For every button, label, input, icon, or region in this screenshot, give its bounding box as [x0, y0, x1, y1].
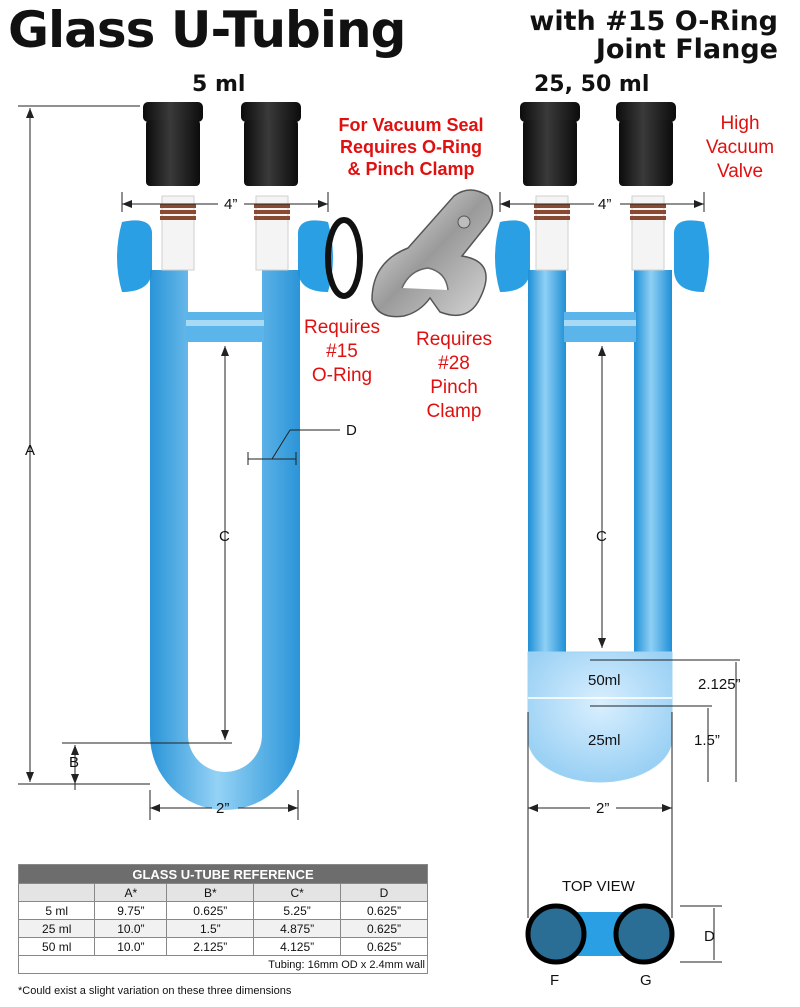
table-cell: 2.125” [166, 937, 255, 956]
clamp-note-line-1: Requires [415, 329, 493, 350]
vacuum-note-line-1: For Vacuum Seal [338, 115, 484, 135]
oring-note-line-2: #15 [326, 341, 358, 362]
valve-label-line-3: Valve [716, 161, 764, 182]
oring-note-line-3: O-Ring [311, 365, 373, 386]
title-subtitle-line-1: with #15 O-Ring [529, 6, 778, 37]
top-view-label: TOP VIEW [562, 878, 635, 895]
table-cell: 5 ml [17, 901, 96, 920]
table-header: B* [166, 883, 255, 902]
clamp-note-line-2: #28 [438, 353, 470, 374]
table-cell: 5.25” [253, 901, 342, 920]
dimension-b-label: B [69, 754, 80, 771]
pinch-clamp-icon [371, 189, 494, 318]
left-u-tube [117, 102, 333, 810]
left-dimension-lines [18, 105, 340, 820]
right-dimension-lines [499, 192, 740, 963]
volume-25ml-label: 25ml [588, 732, 621, 749]
o-ring-note: Requires #15 O-Ring [294, 316, 390, 388]
table-header-row: A* B* C* D [17, 883, 428, 902]
table-cell: 1.5” [166, 919, 255, 938]
right-dimension-c-label: C [596, 528, 607, 545]
clamp-note-line-4: Clamp [426, 401, 482, 422]
table-cell: 0.625” [340, 901, 428, 920]
clamp-note-line-3: Pinch [430, 377, 478, 398]
volume-50ml-label: 50ml [588, 672, 621, 689]
table-cell: 4.125” [253, 937, 342, 956]
tubing-note: Tubing: 16mm OD x 2.4mm wall [18, 955, 428, 974]
vacuum-seal-note: For Vacuum Seal Requires O-Ring & Pinch … [322, 114, 500, 180]
oring-note-line-1: Requires [303, 317, 381, 338]
right-u-tube [495, 102, 709, 783]
dimension-arrows [26, 108, 704, 812]
table-header: C* [253, 883, 342, 902]
table-cell: 25 ml [17, 919, 96, 938]
right-base-width-label: 2” [596, 800, 610, 817]
left-size-label: 5 ml [192, 72, 246, 97]
left-base-width-label: 2” [216, 800, 230, 817]
right-width-label: 4” [598, 196, 612, 213]
top-view-dimension-d-label: D [704, 928, 715, 945]
top-view-g-label: G [640, 972, 652, 989]
table-cell: 0.625” [340, 937, 428, 956]
page-title: Glass U-Tubing [8, 1, 406, 59]
valve-label-line-1: High [720, 113, 760, 134]
vacuum-note-line-2: Requires O-Ring [339, 137, 482, 157]
table-cell: 9.75” [94, 901, 168, 920]
table-row: 5 ml 9.75” 0.625” 5.25” 0.625” [17, 901, 428, 920]
right-size-label: 25, 50 ml [534, 72, 650, 97]
height-50ml-label: 2.125” [698, 676, 741, 693]
high-vacuum-valve-label: High Vacuum Valve [694, 112, 786, 184]
height-25ml-label: 1.5” [694, 732, 720, 749]
top-view-drawing [525, 903, 675, 965]
table-row: 25 ml 10.0” 1.5” 4.875” 0.625” [17, 919, 428, 938]
dimension-a-label: A [25, 442, 36, 459]
table-header: A* [94, 883, 168, 902]
table-header: D [340, 883, 428, 902]
table-cell: 10.0” [94, 937, 168, 956]
reference-table: GLASS U-TUBE REFERENCE A* B* C* D 5 ml 9… [17, 864, 428, 974]
table-cell: 0.625” [166, 901, 255, 920]
table-cell: 10.0” [94, 919, 168, 938]
footnote: *Could exist a slight variation on these… [18, 985, 292, 997]
left-width-label: 4” [224, 196, 238, 213]
table-cell: 50 ml [17, 937, 96, 956]
dimension-d-label: D [346, 422, 357, 439]
table-cell: 4.875” [253, 919, 342, 938]
table-header [17, 883, 96, 902]
vacuum-note-line-3: & Pinch Clamp [347, 159, 475, 179]
table-row: 50 ml 10.0” 2.125” 4.125” 0.625” [17, 937, 428, 956]
title-subtitle-line-2: Joint Flange [595, 34, 778, 65]
pinch-clamp-note: Requires #28 Pinch Clamp [406, 328, 502, 424]
valve-label-line-2: Vacuum [705, 137, 775, 158]
top-view-f-label: F [550, 972, 560, 989]
o-ring-icon [325, 217, 363, 299]
table-title: GLASS U-TUBE REFERENCE [18, 864, 428, 884]
table-cell: 0.625” [340, 919, 428, 938]
left-dimension-c-label: C [219, 528, 230, 545]
